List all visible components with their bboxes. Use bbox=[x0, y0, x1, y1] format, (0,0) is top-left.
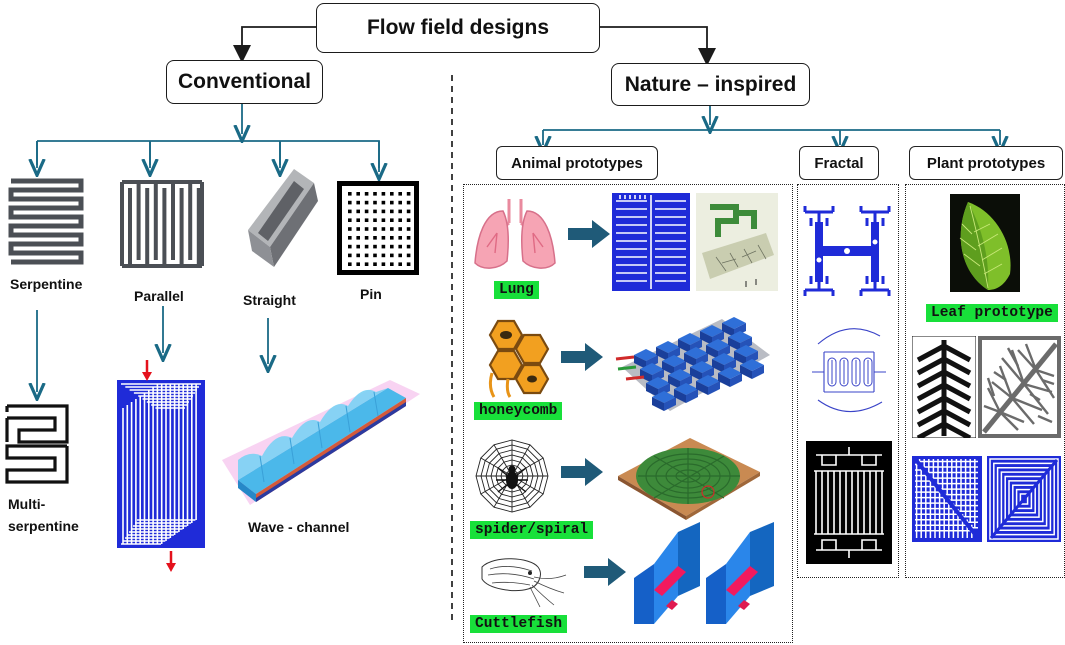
outlet-arrow-icon bbox=[166, 551, 176, 572]
wave-channel-figure bbox=[222, 380, 420, 505]
leaf-image-figure bbox=[950, 194, 1020, 292]
parallel-label: Parallel bbox=[134, 288, 184, 304]
lung-arrow-icon bbox=[568, 220, 610, 248]
animal-prototypes-panel bbox=[463, 184, 793, 643]
honeycomb-arrow-icon bbox=[561, 343, 603, 371]
lung-3d-model-figure bbox=[696, 193, 778, 291]
fractal-loop-figure bbox=[812, 328, 886, 413]
leaf-prototype-label: Leaf prototype bbox=[926, 304, 1058, 322]
cuttlefish-arrow-icon bbox=[584, 558, 626, 586]
leaf-dendritic-figure bbox=[978, 336, 1061, 438]
root-node: Flow field designs bbox=[316, 3, 600, 53]
pin-figure bbox=[337, 181, 419, 275]
leaf-blue-square-figure bbox=[987, 456, 1061, 542]
spider-arrow-icon bbox=[561, 458, 603, 486]
parallel-figure bbox=[120, 180, 204, 268]
honeycomb-icon bbox=[488, 319, 550, 398]
straight-label: Straight bbox=[243, 292, 296, 308]
spider-web-icon bbox=[475, 439, 549, 513]
leaf-chevron-figure bbox=[912, 336, 976, 438]
multi-serpentine-figure bbox=[5, 404, 69, 484]
spider-spiral-label: spider/spiral bbox=[470, 521, 594, 539]
conventional-node: Conventional bbox=[166, 60, 323, 104]
fractal-node: Fractal bbox=[799, 146, 879, 180]
plant-prototypes-node: Plant prototypes bbox=[909, 146, 1063, 180]
parallel-blue-figure bbox=[117, 380, 205, 548]
cuttlefish-channel-figure bbox=[634, 522, 774, 624]
fractal-panel bbox=[797, 184, 899, 578]
spiral-flowfield-figure bbox=[618, 438, 760, 520]
lung-flowfield-figure bbox=[612, 193, 690, 291]
fractal-h-figure bbox=[803, 206, 891, 296]
fractal-grid-figure bbox=[806, 441, 892, 564]
nature-inspired-node: Nature – inspired bbox=[611, 63, 810, 106]
lung-label: Lung bbox=[494, 281, 539, 299]
cuttlefish-label: Cuttlefish bbox=[470, 615, 568, 633]
serpentine-figure bbox=[8, 178, 84, 265]
animal-prototypes-node: Animal prototypes bbox=[496, 146, 658, 180]
honeycomb-flowfield-figure bbox=[615, 317, 770, 411]
honeycomb-label: honeycomb bbox=[474, 402, 563, 420]
pin-label: Pin bbox=[360, 286, 382, 302]
straight-channel-figure bbox=[248, 169, 318, 267]
inlet-arrow-icon bbox=[142, 360, 152, 381]
serpentine-label: Serpentine bbox=[10, 276, 83, 292]
multi-serpentine-label: Multi- serpentine bbox=[8, 496, 79, 534]
cuttlefish-icon bbox=[481, 558, 567, 608]
lung-icon bbox=[474, 199, 556, 269]
wave-channel-label: Wave - channel bbox=[248, 519, 350, 535]
leaf-blue-diagonal-figure bbox=[912, 456, 982, 542]
